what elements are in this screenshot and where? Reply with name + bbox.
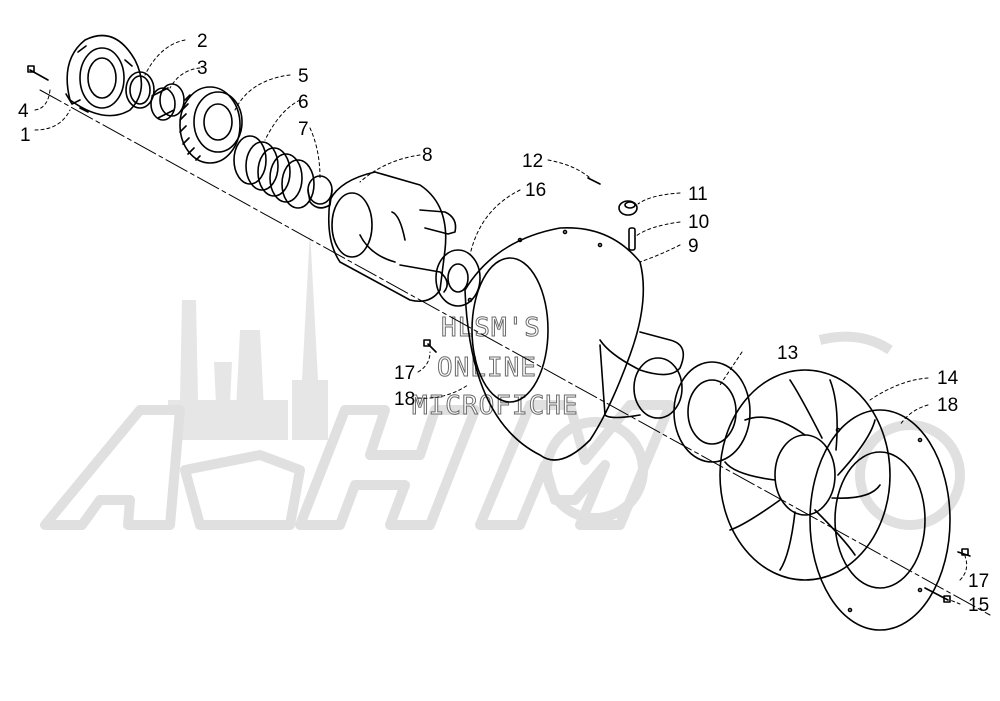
part-16-washer — [435, 249, 481, 307]
callout-10: 10 — [688, 212, 710, 233]
part-9-sheave — [464, 227, 685, 461]
part-3-bushing — [150, 83, 185, 121]
part-8-cam-body — [327, 171, 457, 303]
watermark-line-1: HLSM'S — [441, 313, 541, 343]
callout-18-left: 18 — [394, 389, 416, 410]
part-15-bolt — [924, 587, 951, 603]
callout-2: 2 — [197, 31, 208, 52]
leader-lines — [34, 39, 968, 605]
part-11-nut — [618, 200, 638, 216]
callout-4: 4 — [18, 101, 29, 122]
part-13-plate — [673, 361, 751, 463]
part-2-ring — [125, 71, 155, 109]
callout-5: 5 — [298, 66, 309, 87]
part-17-screw-right — [957, 548, 971, 557]
callout-3: 3 — [197, 58, 208, 79]
callout-12: 12 — [522, 151, 544, 172]
callout-9: 9 — [688, 236, 699, 257]
part-10-pin — [628, 227, 636, 251]
callout-8: 8 — [422, 145, 433, 166]
callout-6: 6 — [298, 92, 309, 113]
callout-16: 16 — [525, 180, 547, 201]
part-14-fan — [719, 369, 891, 581]
callout-17-right: 17 — [968, 571, 990, 592]
part-17-screw-left — [423, 339, 437, 353]
callout-14: 14 — [937, 368, 959, 389]
part-7-sleeve — [307, 175, 333, 209]
part-1-cover-plate — [65, 34, 143, 117]
watermark-line-2: ONLINE — [437, 353, 537, 383]
part-12-pin — [587, 177, 601, 185]
callout-11: 11 — [688, 184, 708, 205]
callout-17-left: 17 — [394, 363, 416, 384]
part-6-spring — [233, 135, 315, 209]
callout-15: 15 — [968, 595, 990, 616]
watermark-spire-graphic — [168, 230, 328, 440]
watermark-brand-graphic — [40, 400, 675, 530]
axis-line — [39, 89, 991, 616]
callout-13: 13 — [777, 343, 799, 364]
watermark-wheel-graphic — [542, 331, 965, 530]
part-4-bolt — [27, 65, 49, 81]
callout-7: 7 — [298, 119, 309, 140]
part-5-threaded-cap — [179, 86, 243, 164]
part-18-disc — [809, 409, 951, 631]
callout-18-right: 18 — [937, 395, 959, 416]
callout-1: 1 — [20, 125, 31, 146]
